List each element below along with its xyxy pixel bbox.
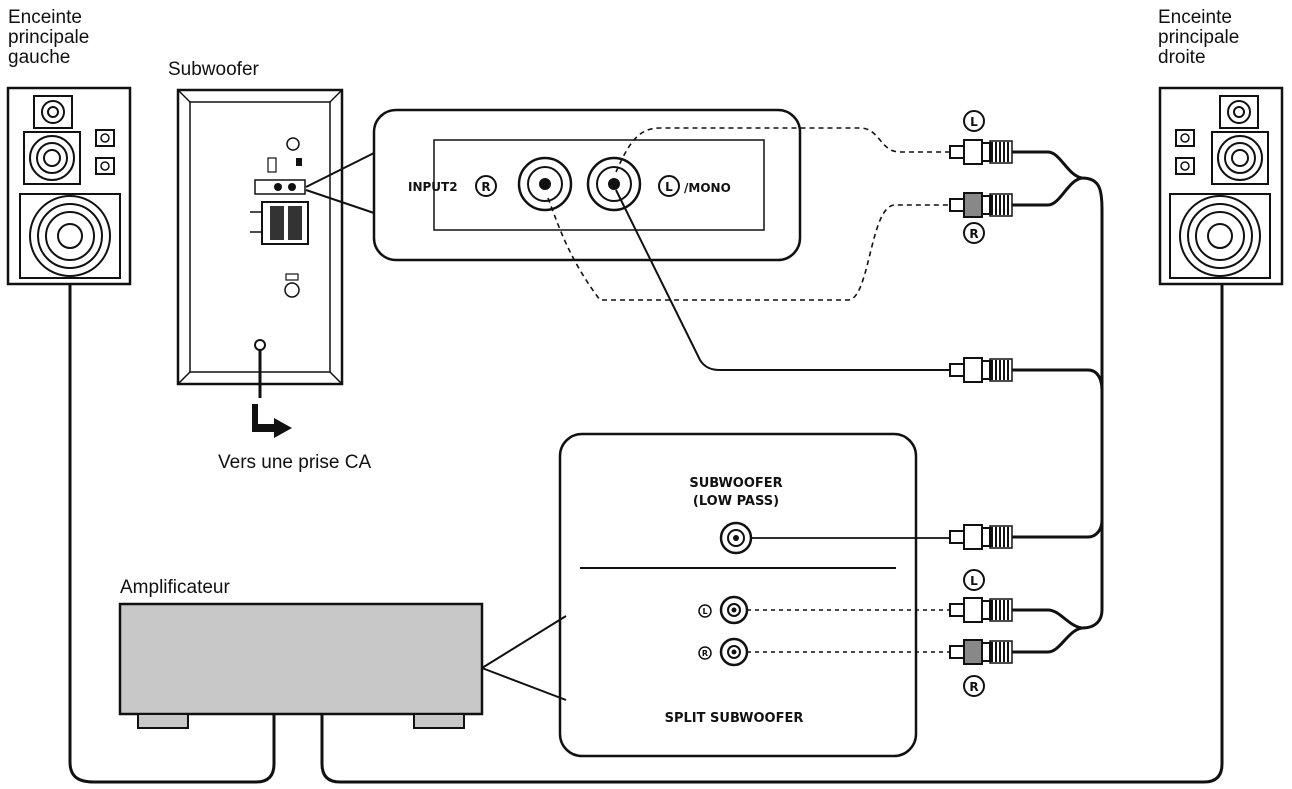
plug-marker-top-right: R [963,222,985,244]
amplifier-label: Amplificateur [120,577,230,598]
amp-panel-l-text: L [702,607,707,616]
amp-panel-r-text: R [702,649,708,658]
right-speaker-label: Enceinte principale droite [1158,8,1239,68]
left-speaker-label-line3: gauche [8,47,71,68]
sub-panel-r-marker: R [475,175,497,197]
right-speaker-label-line3: droite [1158,47,1206,68]
mono-label: /MONO [684,181,731,195]
sub-panel-l-text: L [665,180,673,194]
split-subwoofer-title: SPLIT SUBWOOFER [665,711,804,726]
ac-outlet-arrow [252,404,292,438]
amp-panel-r-marker: R [698,646,712,660]
plug-marker-bottom-left: L [963,569,985,591]
right-speaker-label-line1: Enceinte [1158,7,1232,28]
plug-top-left [949,139,1013,165]
left-speaker-label: Enceinte principale gauche [8,8,89,68]
plug-low-pass [949,524,1013,550]
plug-top-right [949,192,1013,218]
low-pass-title-line1: SUBWOOFER [689,476,782,491]
left-speaker [6,86,132,286]
plug-subwoofer-input [949,357,1013,383]
plug-bottom-left [949,597,1013,623]
subwoofer-cabinet [176,88,344,398]
input2-label: INPUT2 [408,180,458,194]
low-pass-title-line2: (LOW PASS) [693,494,779,509]
plug-marker-bottom-right: R [963,675,985,697]
plug-marker-top-left-text: L [970,115,978,129]
subwoofer-label: Subwoofer [168,59,259,80]
amplifier [118,602,484,729]
plug-marker-top-right-text: R [969,227,978,241]
right-speaker [1158,86,1284,286]
left-speaker-label-line2: principale [8,27,90,48]
plug-marker-bottom-right-text: R [969,680,978,694]
right-speaker-label-line2: principale [1158,27,1240,48]
left-speaker-label-line1: Enceinte [8,7,82,28]
plug-marker-top-left: L [963,110,985,132]
sub-panel-l-marker: L [658,175,680,197]
sub-panel-r-text: R [481,180,490,194]
ac-outlet-label: Vers une prise CA [218,452,372,473]
amp-panel-l-marker: L [698,604,712,618]
plug-marker-bottom-left-text: L [970,574,978,588]
plug-bottom-right [949,639,1013,665]
